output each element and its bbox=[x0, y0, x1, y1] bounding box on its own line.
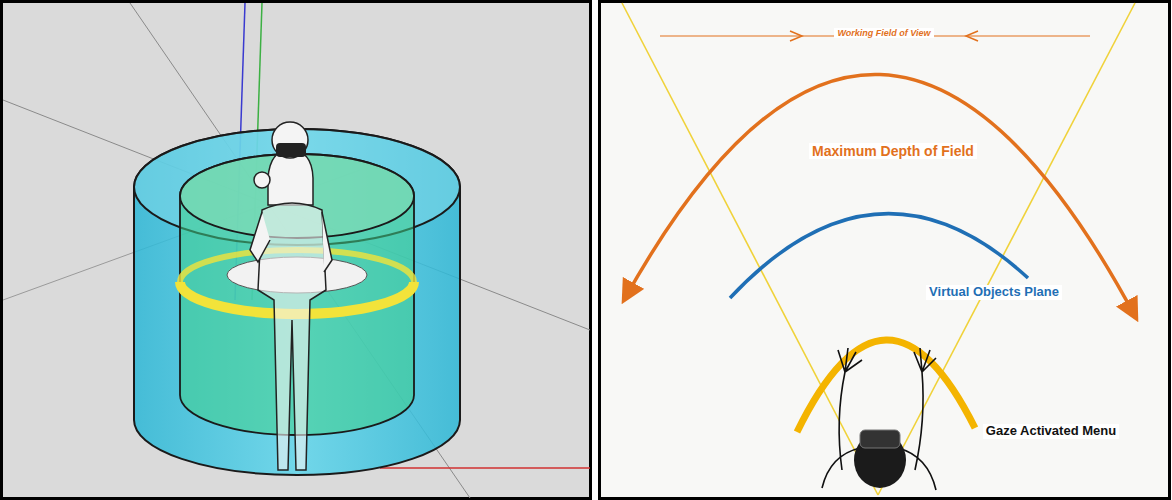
cylinder-scene bbox=[2, 2, 591, 499]
diagram-label: Maximum Depth of Field bbox=[809, 143, 977, 159]
diagram-label: Virtual Objects Plane bbox=[926, 285, 1062, 300]
diagram-label: Working Field of View bbox=[834, 28, 933, 38]
field-of-view-diagram bbox=[600, 2, 1170, 499]
diagram-label: Gaze Activated Menu bbox=[983, 424, 1119, 439]
